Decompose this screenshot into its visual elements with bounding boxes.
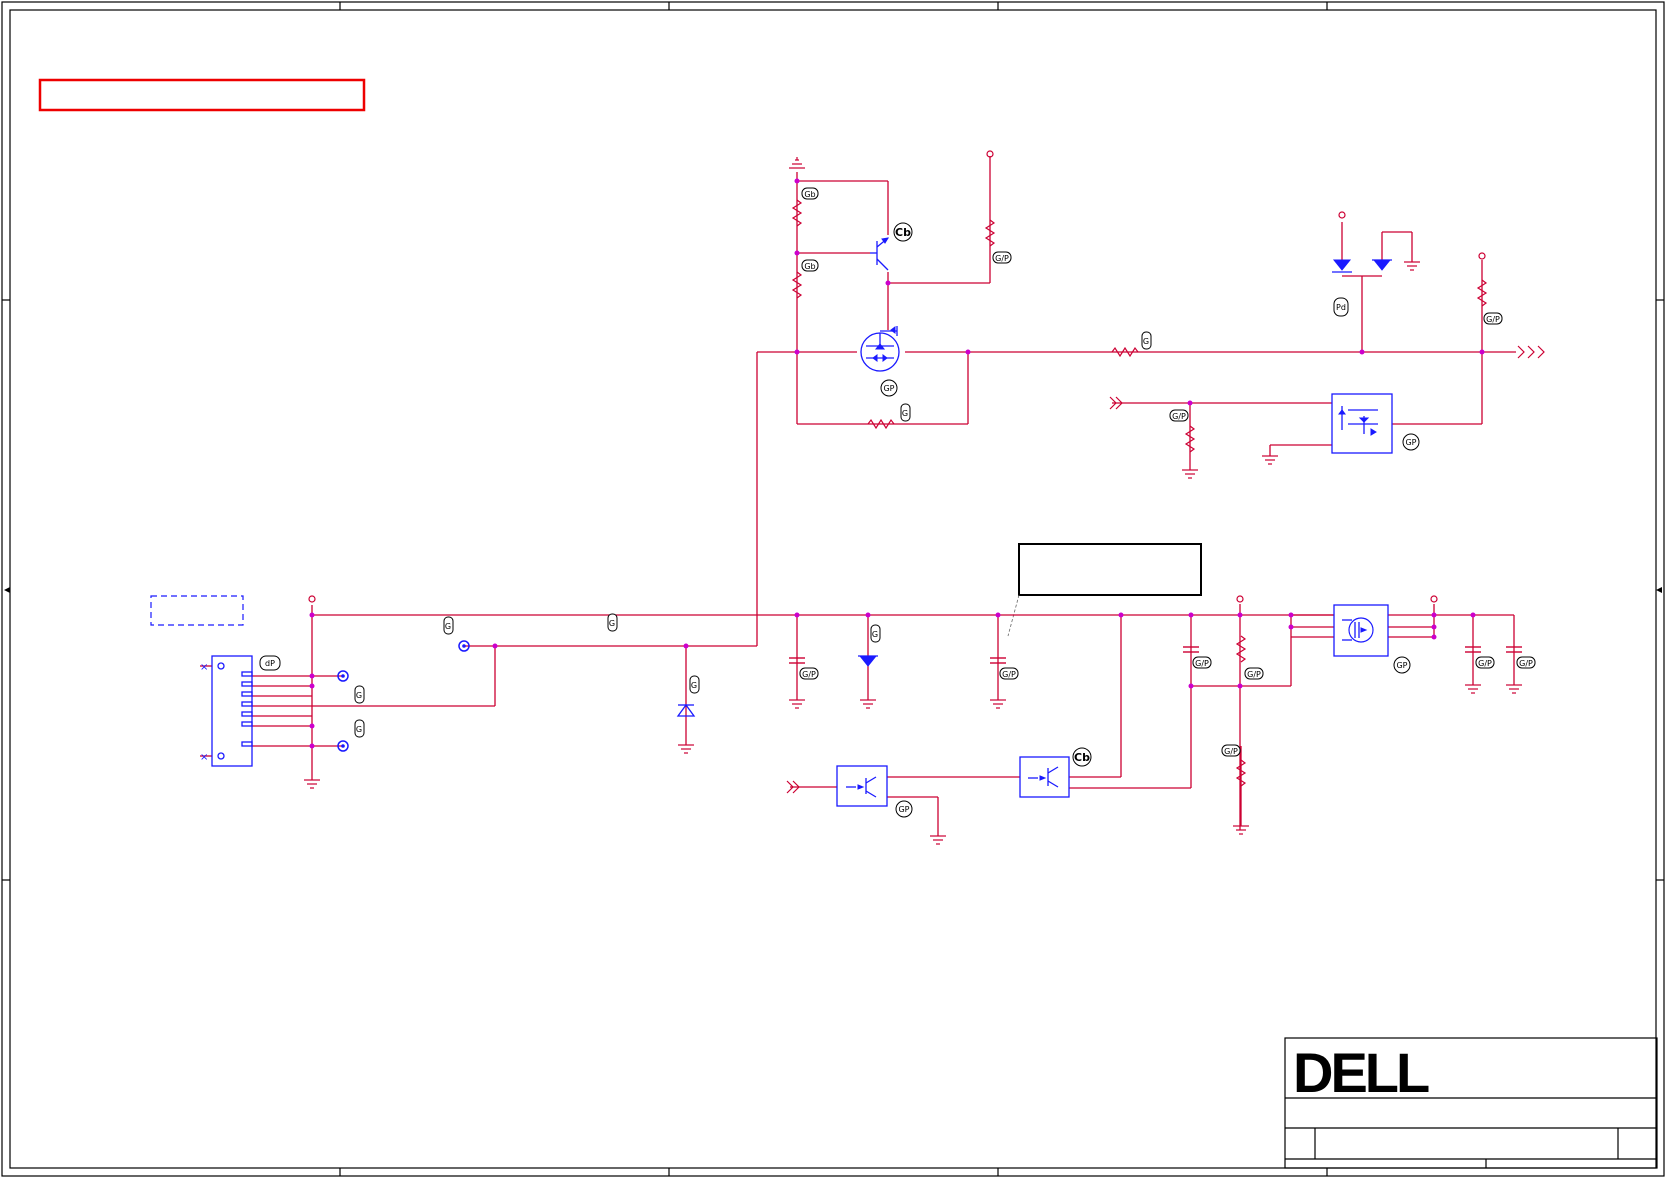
tag-tp2: G xyxy=(354,719,365,738)
tag-q-mos: GP xyxy=(880,379,898,397)
diode-tvs xyxy=(858,655,878,667)
tag-tp1: G xyxy=(354,685,365,704)
ic-right-top xyxy=(1331,393,1393,454)
svg-text:GP: GP xyxy=(883,384,894,393)
svg-text:Cb: Cb xyxy=(895,226,911,239)
tag-r-top1: Gb xyxy=(801,187,819,200)
tag-q-top: Cb xyxy=(893,222,913,242)
tag-c4: G/P xyxy=(1475,656,1495,669)
svg-text:×: × xyxy=(200,752,208,763)
tag-u-right: GP xyxy=(1402,433,1420,451)
tag-r-gate: G xyxy=(900,403,911,422)
tag-c5: G/P xyxy=(1516,656,1536,669)
junction-dots xyxy=(309,178,1485,749)
optocoupler-2 xyxy=(1019,756,1070,798)
svg-text:G/P: G/P xyxy=(1002,670,1016,679)
tag-r-top2: Gb xyxy=(801,259,819,272)
tag-net1: G xyxy=(443,616,454,635)
top-wiring xyxy=(756,156,1516,646)
offpage-arrows xyxy=(786,345,1545,794)
svg-text:G/P: G/P xyxy=(1519,659,1533,668)
svg-text:G/P: G/P xyxy=(1172,412,1186,421)
svg-text:×: × xyxy=(200,662,208,673)
tag-r-series: G xyxy=(1141,331,1152,350)
dashed-note-box xyxy=(150,595,244,626)
svg-text:G: G xyxy=(609,619,615,628)
tag-r-right: G/P xyxy=(1483,312,1503,325)
svg-text:G/P: G/P xyxy=(802,670,816,679)
tag-u-mos2: GP xyxy=(1393,656,1411,674)
svg-text:G/P: G/P xyxy=(1195,659,1209,668)
svg-text:G/P: G/P xyxy=(1247,670,1261,679)
capacitors xyxy=(789,646,1522,664)
svg-text:G: G xyxy=(1143,337,1149,346)
power-ports xyxy=(308,150,1486,603)
svg-text:G: G xyxy=(445,622,451,631)
tag-net2: G xyxy=(607,613,618,632)
svg-text:G: G xyxy=(356,725,362,734)
tag-opto2: Cb xyxy=(1072,747,1092,767)
svg-text:G: G xyxy=(691,681,697,690)
tag-r-pd: G/P xyxy=(1169,409,1189,422)
dell-logo: DELL xyxy=(1293,1041,1429,1104)
mosfet-ic-right xyxy=(1333,604,1389,657)
ground-symbols xyxy=(304,157,1522,845)
svg-text:Pd: Pd xyxy=(1336,303,1346,312)
svg-text:G/P: G/P xyxy=(1478,659,1492,668)
npn-transistor-top xyxy=(870,237,889,271)
connector-wiring xyxy=(200,665,343,757)
svg-text:GP: GP xyxy=(1396,661,1407,670)
title-block: DELL xyxy=(1284,1037,1658,1169)
tag-c1: G/P xyxy=(799,667,819,680)
main-wiring xyxy=(252,604,1515,836)
tag-d-dual: Pd xyxy=(1333,297,1349,317)
svg-text:dP: dP xyxy=(265,659,275,668)
svg-text:Gb: Gb xyxy=(804,262,815,271)
svg-text:G/P: G/P xyxy=(1486,315,1500,324)
tag-d-low: G xyxy=(689,675,700,694)
resistors xyxy=(791,199,1488,787)
tag-r-div2: G/P xyxy=(1221,744,1241,757)
note-box xyxy=(1018,543,1202,596)
tag-d-tvs: G xyxy=(870,624,881,643)
svg-text:G/P: G/P xyxy=(995,254,1009,263)
svg-text:G: G xyxy=(872,630,878,639)
tag-c3: G/P xyxy=(1192,656,1212,669)
tag-c2: G/P xyxy=(999,667,1019,680)
tag-r-pull: G/P xyxy=(992,251,1012,264)
tag-opto1: GP xyxy=(895,800,913,818)
connector-j: × × xyxy=(200,655,253,767)
test-points xyxy=(337,640,470,752)
svg-text:Cb: Cb xyxy=(1074,751,1090,764)
svg-text:GP: GP xyxy=(898,805,909,814)
title-highlight-box xyxy=(38,78,366,112)
diode-low xyxy=(676,703,696,717)
svg-text:G: G xyxy=(356,691,362,700)
svg-text:Gb: Gb xyxy=(804,190,815,199)
svg-text:G: G xyxy=(902,409,908,418)
svg-text:GP: GP xyxy=(1405,438,1416,447)
optocoupler-1 xyxy=(836,765,888,807)
tag-r-div1: G/P xyxy=(1244,667,1264,680)
mosfet-top xyxy=(860,326,900,372)
tag-conn: dP xyxy=(259,655,281,671)
dual-diode xyxy=(1332,259,1392,273)
svg-text:G/P: G/P xyxy=(1224,747,1238,756)
